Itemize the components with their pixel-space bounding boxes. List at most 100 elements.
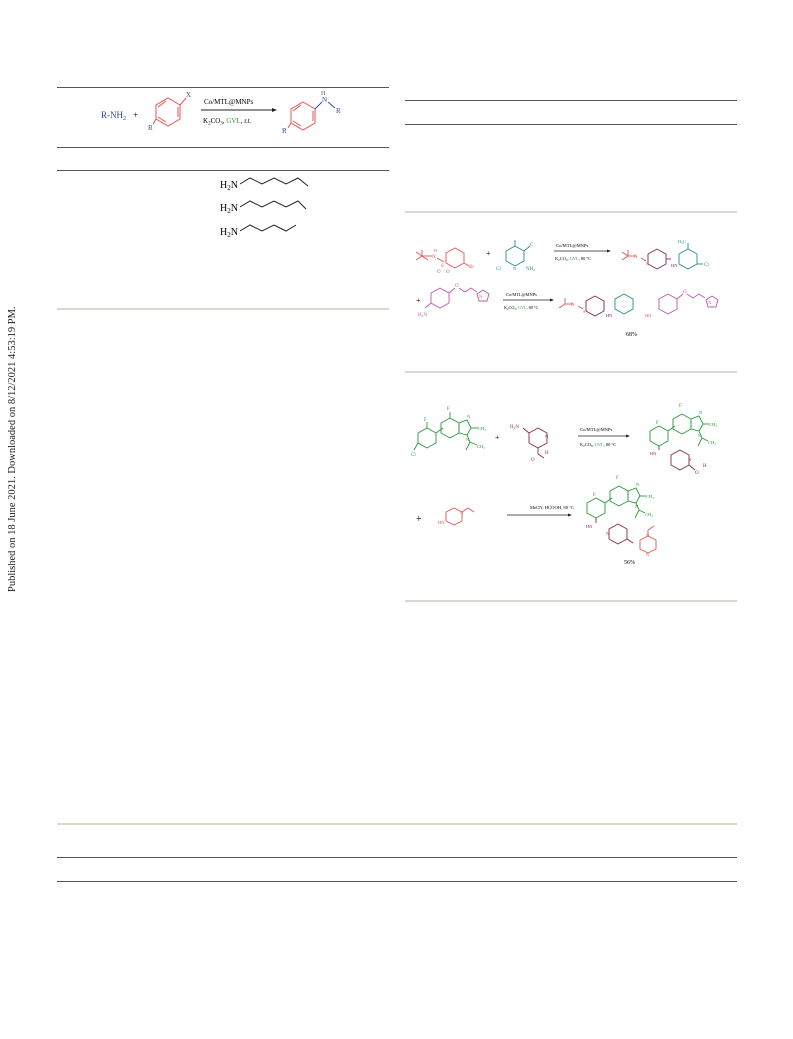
scheme3-aminopyridine — [522, 427, 548, 459]
svg-text:HN: HN — [671, 263, 678, 268]
svg-text:N: N — [698, 433, 702, 438]
svg-text:HN: HN — [438, 520, 445, 525]
substituent-r: R — [148, 124, 153, 132]
publication-sidebar: Published on 18 June 2021. Downloaded on… — [7, 306, 18, 592]
svg-text:NH2: NH2 — [526, 267, 535, 272]
bottom-table-top-rule — [57, 823, 737, 825]
scheme3-conditions-1: K2CO3, GVL, 80 °C — [580, 442, 616, 448]
bottom-table-header-rule — [57, 857, 737, 858]
svg-text:N: N — [571, 303, 575, 308]
product-r-ring: R — [282, 127, 287, 135]
scheme3-yield: 56% — [624, 560, 635, 566]
scheme3-bottom-rule — [405, 600, 737, 602]
scheme2-catalyst-1: Co/MTL@MNPs — [556, 243, 589, 248]
scheme1-reaction: R-NH2 + X R Co/MTL@MNPs K2CO3, GVL, r.t.… — [101, 91, 341, 135]
amine-3-chain — [239, 224, 297, 232]
svg-text:CH3: CH3 — [477, 444, 485, 450]
svg-text:H2N: H2N — [510, 425, 519, 430]
svg-text:N: N — [634, 255, 638, 260]
scheme2-conditions-1: K2CO3, GVL, 80 °C — [555, 256, 591, 262]
svg-text:N: N — [636, 482, 640, 487]
svg-text:S: S — [441, 264, 444, 269]
svg-text:Cl: Cl — [411, 453, 416, 458]
svg-text:N: N — [646, 533, 650, 538]
scheme2-catalyst-2: Co/MTL@MNPs — [506, 292, 537, 297]
svg-text:CH3: CH3 — [709, 422, 717, 428]
svg-text:O: O — [446, 270, 450, 275]
scheme3-catalyst: Co/MTL@MNPs — [580, 427, 613, 432]
amine-reactant: R-NH2 — [101, 110, 126, 122]
svg-text:N: N — [513, 266, 517, 271]
svg-text:+: + — [486, 249, 491, 258]
svg-text:O: O — [437, 270, 441, 275]
scheme2-sulfonamide — [415, 247, 470, 269]
table-body-rule — [57, 170, 389, 171]
plus-sign: + — [133, 110, 138, 120]
right-table-top-rule — [405, 100, 737, 101]
product-n: N — [322, 96, 327, 104]
scheme2-aniline — [424, 287, 490, 309]
svg-text:F: F — [679, 404, 682, 409]
catalyst-label: Co/MTL@MNPs — [204, 98, 254, 106]
svg-text:Cl: Cl — [496, 267, 501, 272]
svg-text:N: N — [545, 434, 549, 439]
svg-text:N: N — [699, 410, 703, 415]
svg-text:S: S — [583, 309, 586, 314]
svg-text:+: + — [416, 296, 421, 305]
svg-text:H3C: H3C — [678, 239, 686, 245]
product-h: H — [321, 91, 326, 97]
svg-text:F: F — [447, 407, 450, 412]
right-table-second-rule — [405, 124, 737, 125]
scheme3-benzimidazole — [413, 412, 478, 451]
scheme3-final-product — [586, 485, 657, 554]
substituent-x: X — [186, 91, 191, 99]
svg-text:HN: HN — [645, 313, 652, 318]
svg-text:H: H — [545, 451, 549, 456]
amine-2-label: H2N — [220, 203, 238, 215]
svg-text:N: N — [479, 294, 483, 299]
scheme3-conditions-2: MeCN, HCOOH, 80 °C — [530, 505, 574, 511]
svg-text:N: N — [646, 552, 650, 557]
svg-text:Br: Br — [469, 265, 474, 270]
conditions-label: K2CO3, GVL, r.t. — [203, 117, 252, 127]
svg-text:N: N — [432, 255, 436, 260]
svg-text:+: + — [416, 514, 422, 525]
svg-text:CH3: CH3 — [646, 494, 654, 500]
scheme2-final-product — [558, 293, 719, 317]
scheme2-intermediate — [621, 243, 703, 270]
product-r-amine: R — [336, 107, 341, 115]
svg-text:N: N — [635, 504, 639, 509]
svg-text:O: O — [683, 290, 687, 295]
svg-text:HN: HN — [586, 524, 593, 529]
svg-text:F: F — [593, 493, 596, 498]
svg-text:Cl: Cl — [704, 263, 709, 268]
product-ring — [287, 101, 316, 131]
svg-text:O: O — [531, 458, 535, 463]
svg-text:N: N — [688, 457, 692, 462]
svg-text:F: F — [616, 476, 619, 481]
scheme2-pyrimidine — [505, 240, 531, 267]
svg-text:CH3: CH3 — [645, 512, 653, 518]
svg-text:N: N — [708, 300, 712, 305]
svg-text:F: F — [656, 421, 659, 426]
svg-text:N: N — [466, 437, 470, 442]
svg-text:C: C — [530, 243, 534, 248]
table-bottom-rule — [57, 308, 389, 310]
svg-text:H2N: H2N — [418, 313, 427, 318]
scheme3-synthesis: F F N N CH3 CH3 Cl + H2N N O H Co/MTL@MN… — [411, 404, 717, 566]
svg-text:O: O — [695, 471, 699, 476]
svg-text:CH3: CH3 — [708, 440, 716, 446]
svg-text:H: H — [703, 464, 707, 469]
amine-3-label: H2N — [220, 227, 238, 239]
svg-text:N: N — [460, 510, 464, 515]
amine-2-chain — [239, 200, 307, 210]
svg-text:O: O — [455, 284, 459, 289]
aryl-halide-ring — [152, 97, 187, 127]
table-top-rule — [57, 87, 389, 88]
scheme2-synthesis: N H S O O Br + C Cl N NH2 Co/MTL@MNPs K2… — [415, 239, 719, 338]
table-header-rule — [57, 147, 389, 148]
amine-1-label: H2N — [220, 180, 238, 192]
svg-text:F: F — [424, 418, 427, 423]
amine-1-chain — [239, 177, 309, 187]
scheme2-conditions-2: K2CO3, GVL, 80 °C — [504, 305, 539, 311]
